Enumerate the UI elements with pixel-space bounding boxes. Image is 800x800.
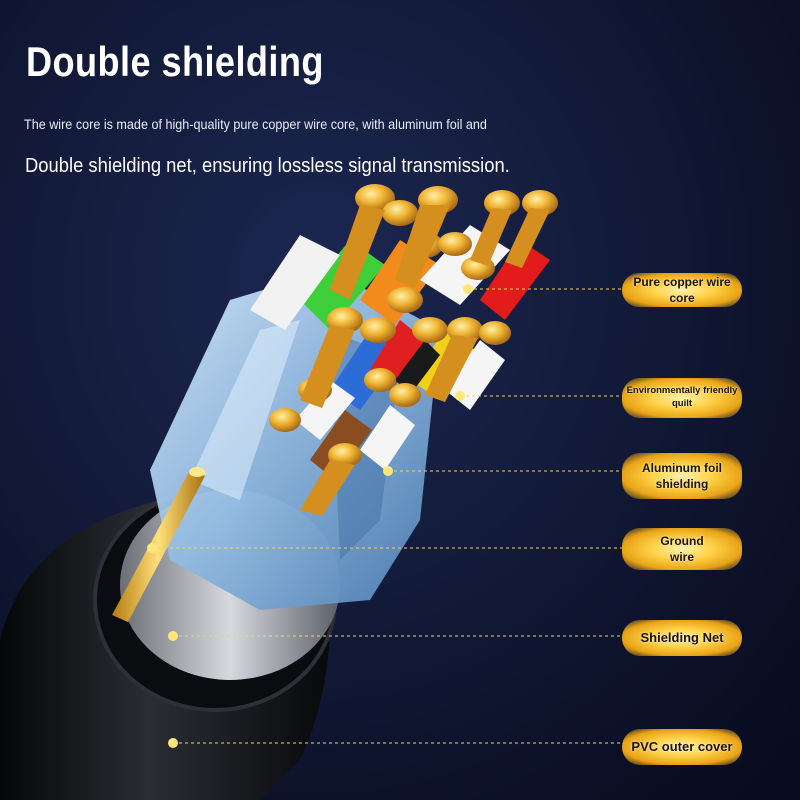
ground-wire	[112, 470, 205, 622]
callout-aluminum-foil-shielding: Aluminum foil shielding	[622, 453, 742, 499]
callout-label-line-1: Aluminum foil	[642, 460, 722, 475]
callout-label-line-2: wire	[669, 550, 694, 564]
callout-shielding-net: Shielding Net	[622, 620, 742, 656]
callout-label-line-1: Ground	[660, 533, 704, 548]
callout-ground-wire: Ground wire	[622, 528, 742, 570]
callout-label-line-2: quilt	[671, 398, 693, 409]
description-line-2: Double shielding net, ensuring lossless …	[25, 155, 510, 177]
description-line-1: The wire core is made of high-quality pu…	[24, 116, 487, 132]
callout-environmentally-friendly-quilt: Environmentally friendly quilt	[622, 378, 742, 418]
callout-pvc-outer-cover: PVC outer cover	[622, 729, 742, 765]
callout-label-line-1: Environmentally friendly	[626, 385, 738, 397]
callout-pure-copper-wire-core: Pure copper wire core	[622, 273, 742, 307]
callout-label: Shielding Net	[640, 630, 724, 646]
callout-label: PVC outer cover	[631, 739, 733, 755]
leader-dots	[147, 284, 473, 748]
leader-lines	[152, 288, 625, 744]
callout-label: Pure copper wire core	[633, 274, 731, 305]
page-title: Double shielding	[26, 38, 324, 85]
copper-strands	[269, 184, 558, 516]
callout-label-line-2: shielding	[655, 477, 709, 491]
